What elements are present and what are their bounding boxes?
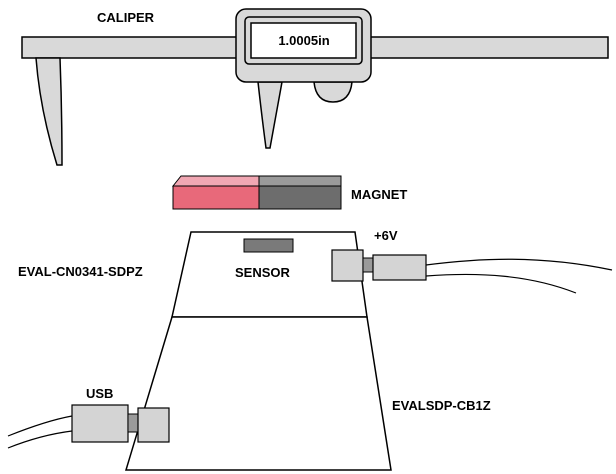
sensor-label: SENSOR [235, 265, 291, 280]
caliper: 1.0005in CALIPER [21, 8, 609, 166]
usb-plug-neck [127, 413, 139, 433]
usb-jack [137, 407, 170, 443]
caliper-label: CALIPER [97, 10, 155, 25]
power-cable-lower [425, 273, 577, 294]
power-connector: +6V [331, 228, 613, 294]
magnet-south-top [258, 175, 342, 187]
caliper-thumb-wheel [313, 81, 353, 103]
usb-plug [71, 404, 129, 443]
sdp-board-label: EVALSDP-CB1Z [392, 398, 491, 413]
power-plug-neck [362, 257, 374, 273]
magnet: MAGNET [171, 175, 407, 210]
magnet-label: MAGNET [351, 187, 407, 202]
magnet-north-top [171, 175, 260, 187]
board-stack: SENSOR EVAL-CN0341-SDPZ EVALSDP-CB1Z [18, 231, 491, 471]
magnet-north-pole [172, 185, 260, 210]
evalsdp-cb1z-board [124, 316, 392, 471]
power-cable [425, 258, 613, 271]
caliper-display-screen [250, 22, 357, 59]
power-jack [331, 249, 364, 282]
usb-connector: USB [7, 386, 170, 449]
usb-cable-lower [7, 430, 73, 449]
usb-cable [7, 415, 73, 437]
caliper-display-reading: 1.0005in [278, 33, 329, 48]
eval-board-label: EVAL-CN0341-SDPZ [18, 264, 143, 279]
usb-label: USB [86, 386, 113, 401]
sensor-chip [243, 238, 294, 253]
supply-label: +6V [374, 228, 398, 243]
caliper-sliding-jaw [257, 81, 283, 149]
caliper-fixed-jaw [35, 57, 63, 166]
power-plug [372, 254, 427, 281]
magnet-south-pole [258, 185, 342, 210]
